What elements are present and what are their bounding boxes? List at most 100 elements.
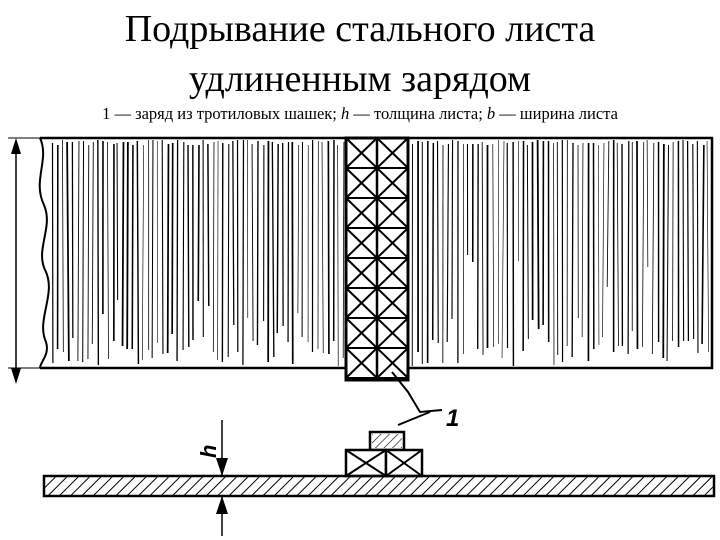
- plate-section: [42, 474, 716, 498]
- grain-line: [672, 141, 674, 342]
- lattice-strut: [376, 317, 409, 349]
- grain-line: [187, 144, 190, 348]
- grain-line: [116, 142, 119, 301]
- grain-line: [62, 139, 64, 353]
- lattice-strut: [345, 257, 378, 289]
- grain-line: [662, 143, 665, 359]
- grain-line: [87, 144, 90, 360]
- grain-line: [602, 142, 605, 338]
- caption-item-number: 1: [102, 104, 111, 123]
- lattice-strut: [376, 227, 409, 259]
- grain-line: [327, 140, 330, 355]
- grain-line: [706, 140, 709, 353]
- grain-line: [436, 140, 439, 344]
- grain-line: [207, 143, 210, 307]
- lattice-strut: [345, 317, 378, 349]
- lattice-strut: [376, 257, 409, 289]
- grain-line: [606, 140, 610, 288]
- grain-line: [701, 144, 705, 345]
- grain-line: [682, 139, 685, 342]
- lattice-strut: [345, 227, 378, 259]
- grain-line: [692, 143, 695, 340]
- lattice-strut: [345, 167, 378, 199]
- grain-line: [337, 144, 339, 367]
- grain-line: [232, 140, 235, 326]
- grain-line: [107, 141, 109, 360]
- thickness-dimension: h: [196, 420, 228, 536]
- grain-line: [77, 140, 80, 362]
- grain-line: [97, 139, 100, 366]
- lattice-strut: [376, 347, 409, 379]
- grain-line: [666, 144, 670, 362]
- grain-line: [581, 142, 584, 338]
- grain-line: [642, 141, 645, 348]
- grain-line: [627, 140, 630, 355]
- charge-lattice: [345, 137, 409, 381]
- grain-line: [501, 140, 505, 359]
- lattice-strut: [345, 347, 378, 379]
- callout-1: 1: [391, 371, 459, 432]
- grain-line: [696, 140, 699, 354]
- grain-line: [212, 141, 215, 353]
- grain-line: [182, 141, 185, 351]
- grain-line: [431, 142, 435, 341]
- grain-line: [242, 139, 245, 366]
- grain-line: [126, 141, 129, 350]
- lattice-strut: [376, 287, 409, 319]
- grain-line: [536, 139, 540, 330]
- slide-title: Подрывание стального листа удлиненным за…: [0, 4, 720, 104]
- grain-line: [142, 144, 144, 361]
- lattice-strut: [376, 167, 409, 199]
- grain-line: [342, 141, 345, 359]
- grain-line: [171, 142, 174, 335]
- callout-1-label: 1: [446, 405, 459, 432]
- charge-top-view: [344, 136, 410, 382]
- lattice-strut: [345, 197, 378, 229]
- title-line-1: Подрывание стального листа: [124, 8, 596, 50]
- grain-line: [131, 144, 134, 350]
- grain-line: [197, 144, 200, 302]
- charge-side-view: [344, 430, 424, 478]
- lattice-strut: [376, 137, 409, 169]
- grain-line: [451, 139, 454, 320]
- title-line-2: удлиненным зарядом: [188, 58, 532, 100]
- grain-line: [166, 143, 170, 354]
- thickness-label: h: [196, 445, 221, 458]
- grain-line: [82, 140, 85, 363]
- grain-line: [321, 141, 324, 354]
- lattice-strut: [345, 137, 378, 169]
- caption-b-text: — ширина листа: [495, 104, 618, 123]
- plate-top-view: [38, 136, 714, 370]
- grain-line: [151, 139, 154, 359]
- grain-line: [646, 139, 649, 268]
- grain-line: [227, 143, 230, 358]
- caption-h-symbol: h: [341, 104, 350, 123]
- grain-line: [492, 143, 495, 348]
- grain-line: [598, 144, 600, 346]
- lattice-strut: [376, 197, 409, 229]
- grain-line: [91, 141, 94, 345]
- figure-caption: 1 — заряд из тротиловых шашек; h — толщи…: [0, 104, 720, 124]
- grain-line: [161, 139, 164, 355]
- grain-line: [276, 143, 279, 334]
- lattice-strut: [345, 287, 378, 319]
- plate-grain-lines: [51, 139, 709, 367]
- grain-line: [271, 141, 275, 358]
- grain-line: [526, 144, 529, 340]
- grain-line: [136, 140, 140, 365]
- grain-line: [446, 143, 450, 343]
- caption-h-text: — толщина листа;: [349, 104, 487, 123]
- grain-line: [571, 142, 574, 358]
- grain-line: [256, 140, 259, 346]
- grain-line: [251, 143, 254, 342]
- grain-line: [616, 142, 619, 347]
- grain-line: [66, 141, 70, 362]
- grain-line: [686, 140, 690, 342]
- caption-item-text: — заряд из тротиловых шашек;: [110, 104, 341, 123]
- width-dimension: [8, 137, 40, 384]
- grain-line: [121, 141, 125, 347]
- grain-line: [176, 139, 179, 362]
- grain-line: [297, 144, 300, 314]
- grain-line: [481, 141, 484, 356]
